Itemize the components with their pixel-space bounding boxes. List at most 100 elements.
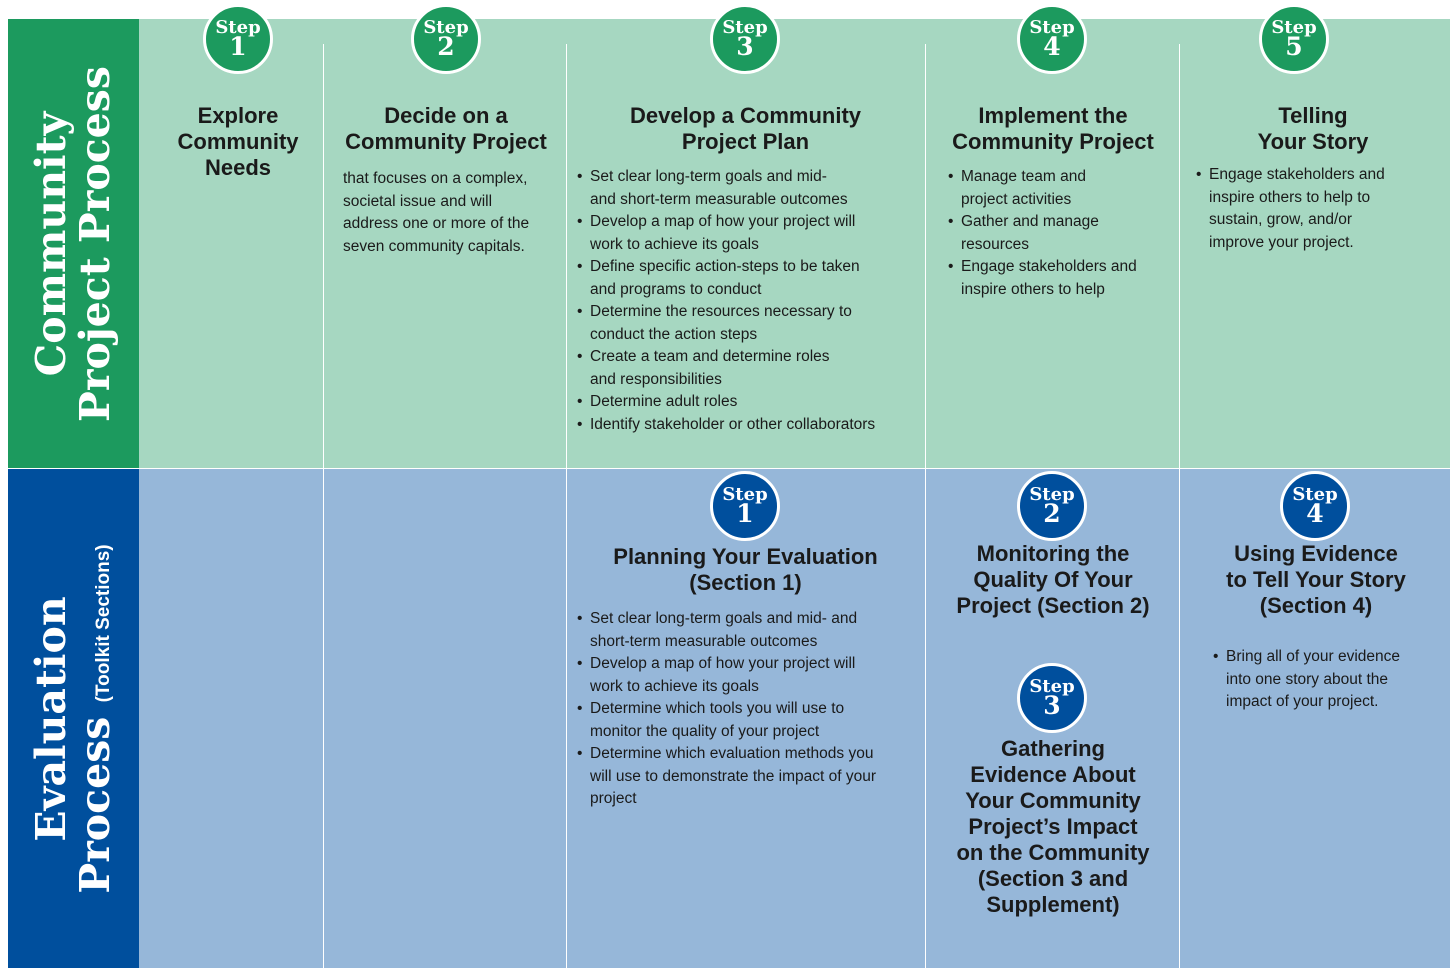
text-line: Your Community [965,788,1141,813]
step-number: 4 [1043,31,1061,61]
bullet-item: Set clear long-term goals and mid- andsh… [577,608,917,653]
text-line: (Section 4) [1259,593,1373,618]
evaluation-process-label: Evaluation Process (Toolkit Sections) [8,469,139,968]
step-word: Step [1292,483,1338,505]
step-word: Step [1029,675,1075,697]
text-line: Project Plan [681,129,810,154]
text-line: Supplement) [986,892,1120,917]
evaluation-step-1-bullets: Set clear long-term goals and mid- andsh… [577,608,917,811]
evaluation-process-heading: Evaluation Process (Toolkit Sections) [26,544,119,894]
text-line: Community [177,129,299,154]
evaluation-step-4-badge: Step 4 [1280,471,1350,541]
text-line: (Section 1) [689,570,802,595]
text-line: (Section 3 and [977,866,1129,891]
community-heading-line1: Community [26,111,75,376]
bullet-item: Determine which tools you will use tomon… [577,698,917,743]
step-word: Step [722,16,768,38]
column-divider [323,44,324,969]
column-divider [925,44,926,969]
community-heading-line2: Project Process [70,65,119,422]
community-process-label: Community Project Process [8,19,139,468]
step-number: 2 [1043,498,1061,528]
bullet-item: Identify stakeholder or other collaborat… [577,414,917,437]
text-line: Community Project [952,129,1154,154]
bullet-item: Define specific action-steps to be taken… [577,256,917,301]
step-number: 1 [229,31,247,61]
step-number: 1 [736,498,754,528]
community-step-2-text: that focuses on a complex, societal issue… [343,168,558,258]
step-word: Step [423,16,469,38]
text-line: Explore [197,103,279,128]
evaluation-step-3-badge: Step 3 [1017,663,1087,733]
text-line: Telling [1278,103,1348,128]
text-line: Project’s Impact [968,814,1138,839]
step-word: Step [1271,16,1317,38]
step-number: 5 [1285,31,1303,61]
text-line: societal issue and will [343,192,493,210]
text-line: Using Evidence [1234,541,1398,566]
step-word: Step [1029,16,1075,38]
text-line: Monitoring the [976,541,1130,566]
bullet-list: Set clear long-term goals and mid-and sh… [577,166,917,436]
bullet-item: Determine which evaluation methods youwi… [577,743,917,811]
step-number: 3 [736,31,754,61]
bullet-item: Develop a map of how your project willwo… [577,653,917,698]
text-line: Decide on a [384,103,508,128]
step-number: 4 [1306,498,1324,528]
step-word: Step [722,483,768,505]
step-word: Step [1029,483,1075,505]
text-line: that focuses on a complex, [343,170,528,187]
community-process-heading: Community Project Process [26,65,119,422]
text-line: Quality Of Your [973,567,1133,592]
community-step-4-badge: Step 4 [1017,4,1087,74]
evaluation-step-1-badge: Step 1 [710,471,780,541]
evaluation-step-1-title: Planning Your Evaluation(Section 1) [572,544,919,596]
community-step-3-bullets: Set clear long-term goals and mid-and sh… [577,166,917,436]
step-number: 3 [1043,690,1061,720]
text-line: Needs [204,155,272,180]
community-step-5-badge: Step 5 [1259,4,1329,74]
text-line: Evidence About [970,762,1136,787]
community-step-2-badge: Step 2 [411,4,481,74]
column-divider [1179,44,1180,969]
text-line: Develop a Community [629,103,862,128]
evaluation-heading-line2: Process [70,716,119,894]
bullet-item: Determine adult roles [577,391,917,414]
community-step-1-badge: Step 1 [203,4,273,74]
text-line: Implement the [978,103,1128,128]
text-line: Community Project [345,129,547,154]
text-line: Your Story [1257,129,1369,154]
evaluation-heading-line1: Evaluation [26,595,75,842]
text-line: address one or more of the [343,215,530,232]
evaluation-step-2-badge: Step 2 [1017,471,1087,541]
text-line: to Tell Your Story [1226,567,1406,592]
bullet-list: Set clear long-term goals and mid- andsh… [577,608,917,811]
text-line: Project (Section 2) [956,593,1150,618]
bullet-item: Determine the resources necessary tocond… [577,301,917,346]
step-number: 2 [437,31,455,61]
text-line: Gathering [1001,736,1105,761]
text-line: Planning Your Evaluation [613,544,878,569]
text-line: seven community capitals. [343,237,525,255]
community-step-3-badge: Step 3 [710,4,780,74]
step-word: Step [215,16,261,38]
column-divider [566,44,567,969]
